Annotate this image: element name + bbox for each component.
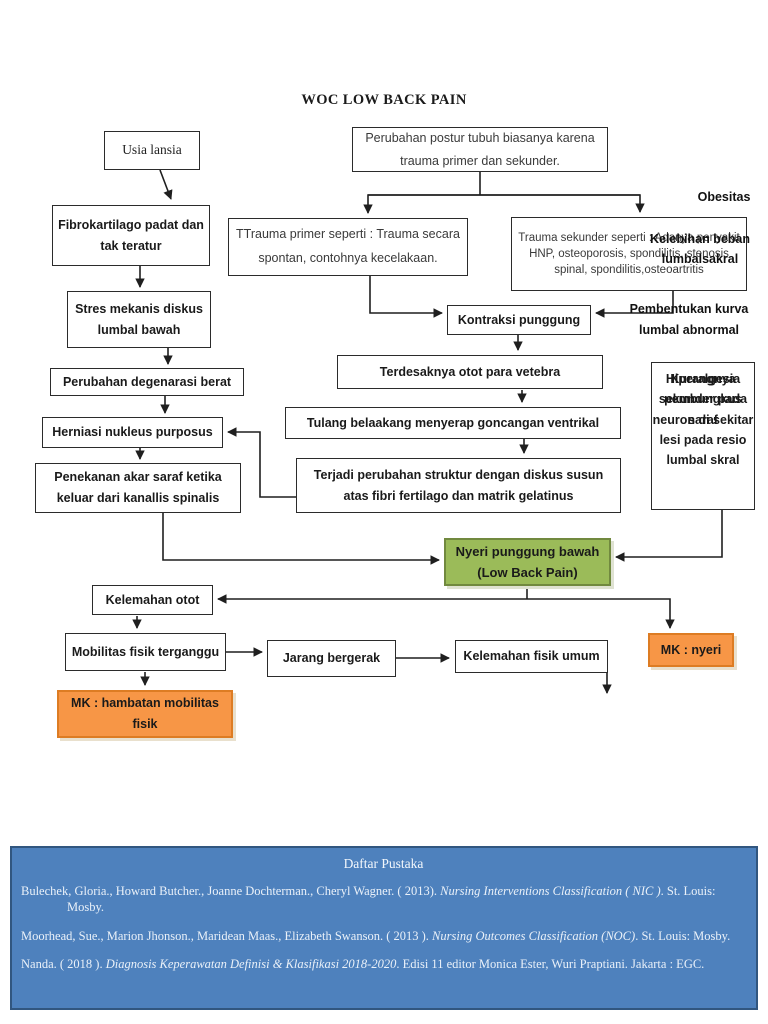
ref-title-italic: Diagnosis Keperawatan Definisi & Klasifi… [105,956,397,971]
node-stres-mekanis: Stres mekanis diskus lumbal bawah [67,291,211,348]
node-nyeri-punggung-bawah: Nyeri punggung bawah (Low Back Pain) [444,538,611,586]
ref-text: Moorhead, Sue., Marion Jhonson., Maridea… [21,928,433,943]
node-usia-lansia: Usia lansia [104,131,200,170]
node-fibrokartilago: Fibrokartilago padat dan tak teratur [52,205,210,266]
label-obesitas: Obesitas [697,190,751,204]
label-pembentukan-kurva: Pembentukan kurva lumbal abnormal [629,302,749,338]
reference-item: Nanda. ( 2018 ). Diagnosis Keperawatan D… [21,956,746,972]
arrow-sekunder-to-kontraksi [595,291,674,318]
node-kelemahan-fisik: Kelemahan fisik umum [455,640,608,673]
daftar-pustaka-title: Daftar Pustaka [343,856,424,871]
node-perubahan-postur: Perubahan postur tubuh biasanya karena t… [352,127,608,172]
node-mobilitas-fisik: Mobilitas fisik terganggu [65,633,226,671]
node-hiperalgesia: Hiperalgesia sekunder pada neuron di sek… [651,362,755,510]
node-mk-nyeri: MK : nyeri [648,633,734,667]
node-perubahan-degenarasi: Perubahan degenarasi berat [50,368,244,396]
node-kelemahan-otot: Kelemahan otot [92,585,213,615]
node-herniasi: Herniasi nukleus purposus [42,417,223,448]
node-tulang-belakang: Tulang belaakang menyerap goncangan vent… [285,407,621,439]
reference-item: Bulechek, Gloria., Howard Butcher., Joan… [21,883,746,916]
arrow-hiperalgesia-to-nyeri [615,510,723,562]
daftar-pustaka-panel: Daftar Pustaka Bulechek, Gloria., Howard… [10,846,758,1010]
ref-text: . St. Louis: Mosby. [635,928,731,943]
ref-text: Bulechek, Gloria., Howard Butcher., Joan… [21,884,441,898]
ref-title-italic: Nursing Outcomes Classification (NOC) [432,928,636,943]
page-title: WOC LOW BACK PAIN [301,92,467,108]
hiperalgesia-text: Hiperalgesia sekunder pada neuron di sek… [652,372,754,467]
arrow-postur-to-primer [363,194,640,214]
ref-text: . St. Louis: Mosby. [67,884,716,915]
arrow-postur-to-sekunder [368,194,645,213]
kurangnya-overlap-text: Kurangnya pembungkus saraf [664,372,742,427]
node-jarang-bergerak: Jarang bergerak [267,640,396,677]
arrow-primer-to-kontraksi [369,276,443,318]
node-trauma-sekunder: Trauma sekunder seperti : Adanya penyaki… [511,217,747,291]
ref-text: Nanda. ( 2018 ). [21,956,106,971]
node-terdesaknya-otot: Terdesaknya otot para vetebra [337,355,603,389]
node-terjadi-perubahan: Terjadi perubahan struktur dengan diskus… [296,458,621,513]
arrow-penekanan-to-nyeri [162,513,440,565]
node-mk-hambatan-mobilitas: MK : hambatan mobilitas fisik [57,690,233,738]
node-kontraksi-punggung: Kontraksi punggung [447,305,591,335]
label-kelebihan-beban: Kelebihan beban lumbalsakral [649,232,751,266]
node-trauma-primer: TTrauma primer seperti : Trauma secara s… [228,218,468,276]
node-penekanan-akar: Penekanan akar saraf ketika keluar dari … [35,463,241,513]
arrow-usia-to-fibrokartilago [159,169,173,200]
ref-title-italic: Nursing Interventions Classification ( N… [440,884,661,898]
arrow-nyeri-to-mk-nyeri [527,598,675,629]
arrow-terjadi-to-herniasi [227,427,296,498]
reference-item: Moorhead, Sue., Marion Jhonson., Maridea… [21,928,746,944]
ref-text: . Edisi 11 editor Monica Ester, Wuri Pra… [396,956,705,971]
